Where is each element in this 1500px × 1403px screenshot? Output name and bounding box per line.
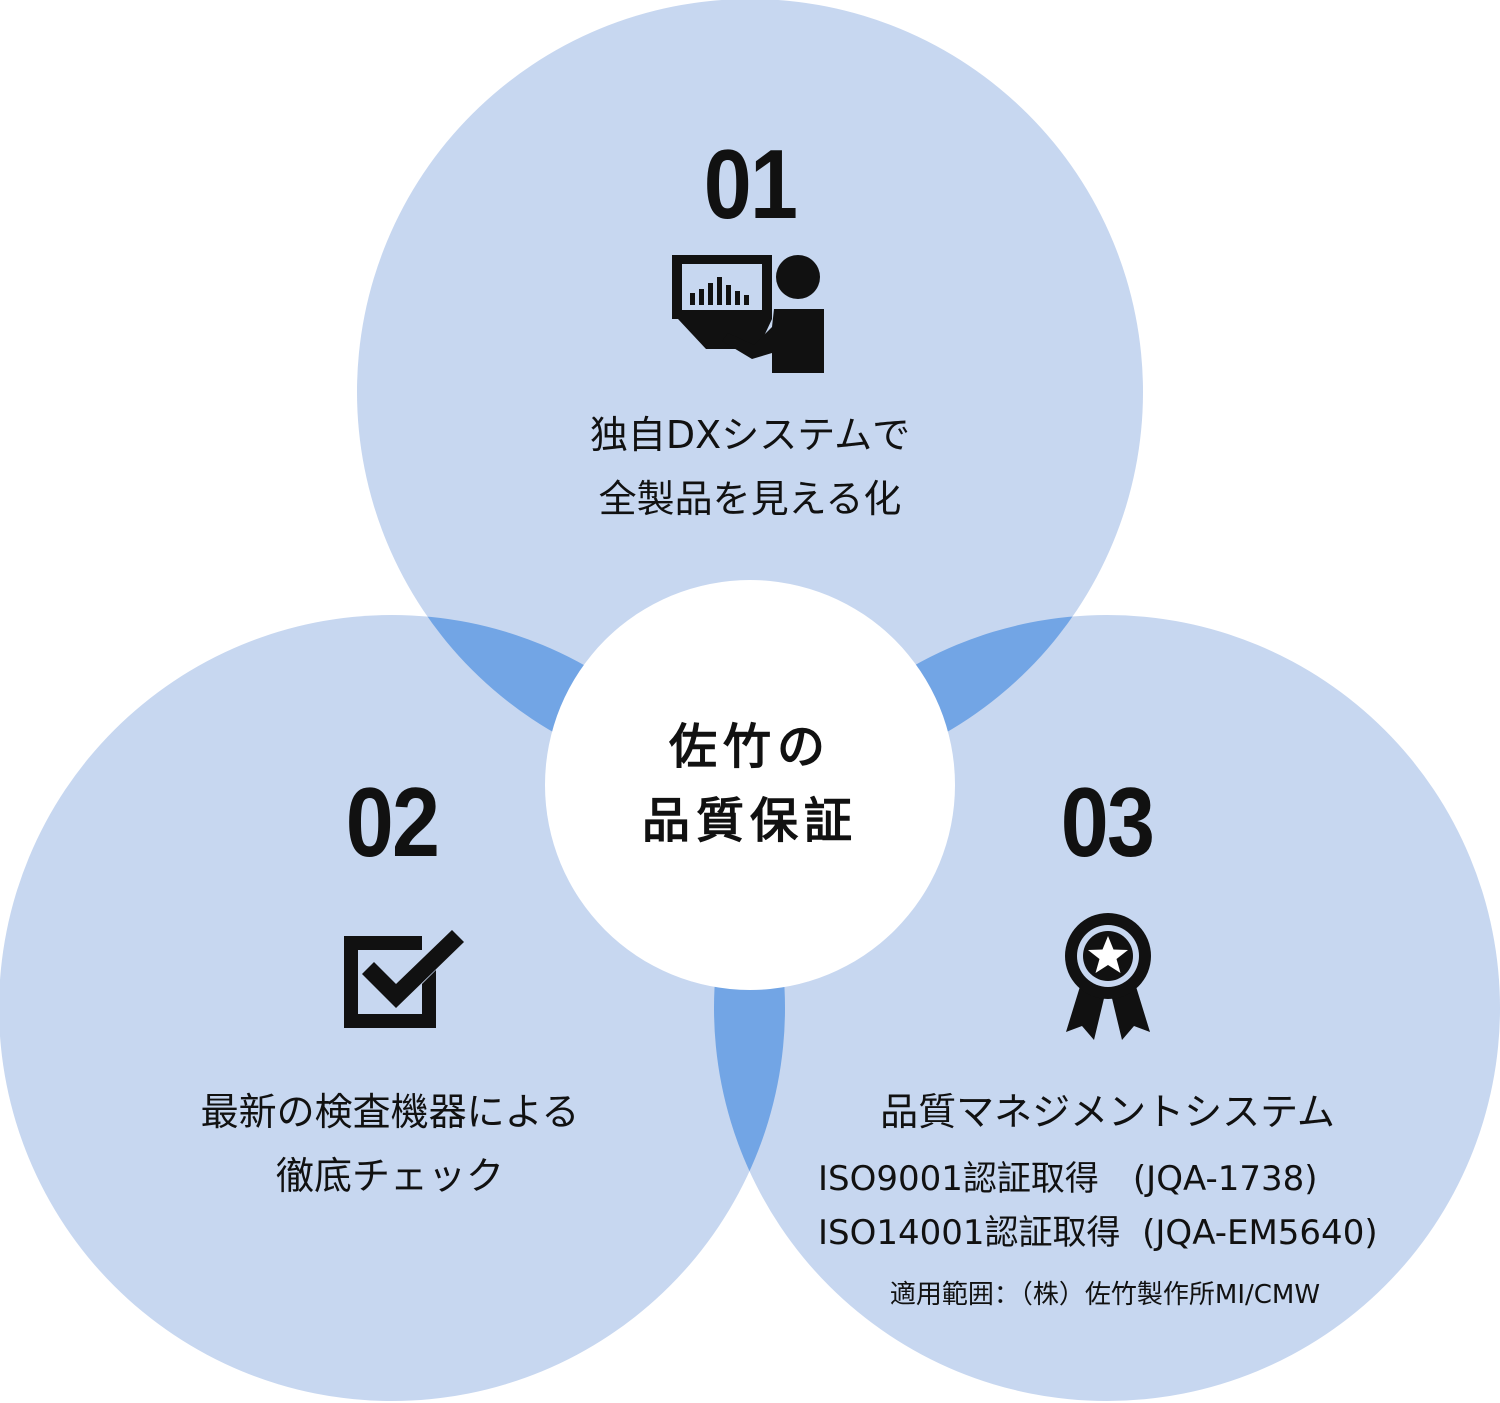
item-03-scope: 適用範囲：（株）佐竹製作所MI/CMW — [889, 1280, 1321, 1310]
item-01-label: 独自DXシステムで 全製品を見える化 — [500, 403, 1000, 531]
item-02-label-line2: 徹底チェック — [275, 1154, 504, 1198]
item-02-label-line1: 最新の検査機器による — [200, 1090, 580, 1134]
item-03-number: 03 — [1060, 767, 1155, 877]
item-01-label-line2: 全製品を見える化 — [598, 477, 902, 521]
checkbox-checked-icon — [344, 930, 464, 1028]
circle-01 — [357, 0, 1143, 785]
center-circle — [545, 580, 955, 990]
item-02-number: 02 — [345, 767, 440, 877]
item-03-iso9001: ISO9001認証取得 (JQA-1738) — [818, 1159, 1318, 1199]
item-03-title: 品質マネジメントシステム — [880, 1090, 1335, 1134]
item-02-label: 最新の検査機器による 徹底チェック — [130, 1080, 650, 1208]
center-label-line1: 佐竹の — [668, 719, 831, 775]
item-03-iso14001: ISO14001認証取得 (JQA-EM5640) — [818, 1213, 1378, 1253]
item-01-label-line1: 独自DXシステムで — [589, 413, 911, 457]
center-label: 佐竹の 品質保証 — [550, 710, 950, 858]
award-medal-icon — [1065, 913, 1151, 1040]
center-label-line2: 品質保証 — [641, 793, 858, 849]
item-01-number: 01 — [703, 129, 798, 239]
presentation-chart-icon — [672, 255, 824, 373]
